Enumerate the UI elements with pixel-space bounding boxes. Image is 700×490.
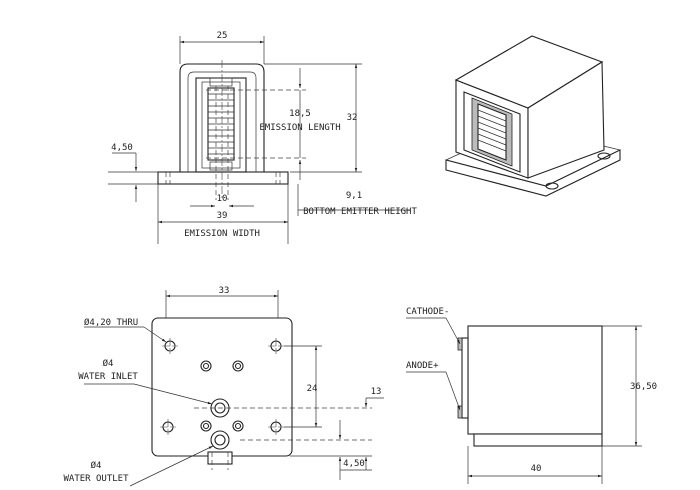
label-thru-hole: Ø4,20 THRU — [84, 317, 138, 328]
iso-side-face — [527, 61, 605, 179]
label-cathode: CATHODE- — [406, 307, 449, 317]
label-emission-length: EMISSION LENGTH — [259, 123, 340, 133]
dim-front-width: 25 — [217, 31, 228, 41]
dim-bottom-emitter: 9,1 — [346, 191, 362, 201]
label-water-outlet: WATER OUTLET — [63, 474, 129, 484]
label-outlet-dia: Ø4 — [91, 460, 102, 471]
iso-hole-left — [545, 182, 559, 190]
anode-terminal — [457, 405, 463, 419]
iso-emitter-stack — [477, 103, 507, 161]
label-emission-width: EMISSION WIDTH — [184, 229, 260, 239]
iso-hole-right — [597, 152, 611, 160]
isometric-view — [445, 35, 621, 197]
dim-front-39: 39 — [217, 211, 228, 221]
dim-front-height: 32 — [347, 113, 358, 123]
dim-top-33: 33 — [219, 286, 230, 296]
label-inlet-dia: Ø4 — [103, 358, 114, 369]
top-view: 33 24 — [63, 286, 384, 487]
side-base — [473, 433, 603, 447]
front-base-flange — [157, 171, 289, 185]
dim-front-base: 4,50 — [111, 143, 133, 153]
front-view: 25 18,5 EMISSION LENGTH 32 4,50 10 39 EM… — [108, 31, 417, 244]
label-bottom-emitter: BOTTOM EMITTER HEIGHT — [303, 207, 417, 217]
emitter-stack — [207, 87, 235, 161]
dim-top-450: 4,50 — [343, 459, 365, 469]
side-body — [467, 325, 603, 435]
dim-emission-length: 18,5 — [289, 109, 311, 119]
dim-side-height: 36,50 — [630, 382, 657, 392]
label-water-inlet: WATER INLET — [78, 372, 138, 382]
dim-top-13: 13 — [371, 387, 382, 397]
dim-side-width: 40 — [531, 464, 542, 474]
dim-top-24: 24 — [307, 384, 318, 394]
water-outlet-port — [210, 430, 230, 450]
dim-front-10: 10 — [217, 194, 228, 204]
label-anode: ANODE+ — [406, 361, 439, 371]
side-view: CATHODE- ANODE+ 36,50 40 — [406, 307, 657, 484]
